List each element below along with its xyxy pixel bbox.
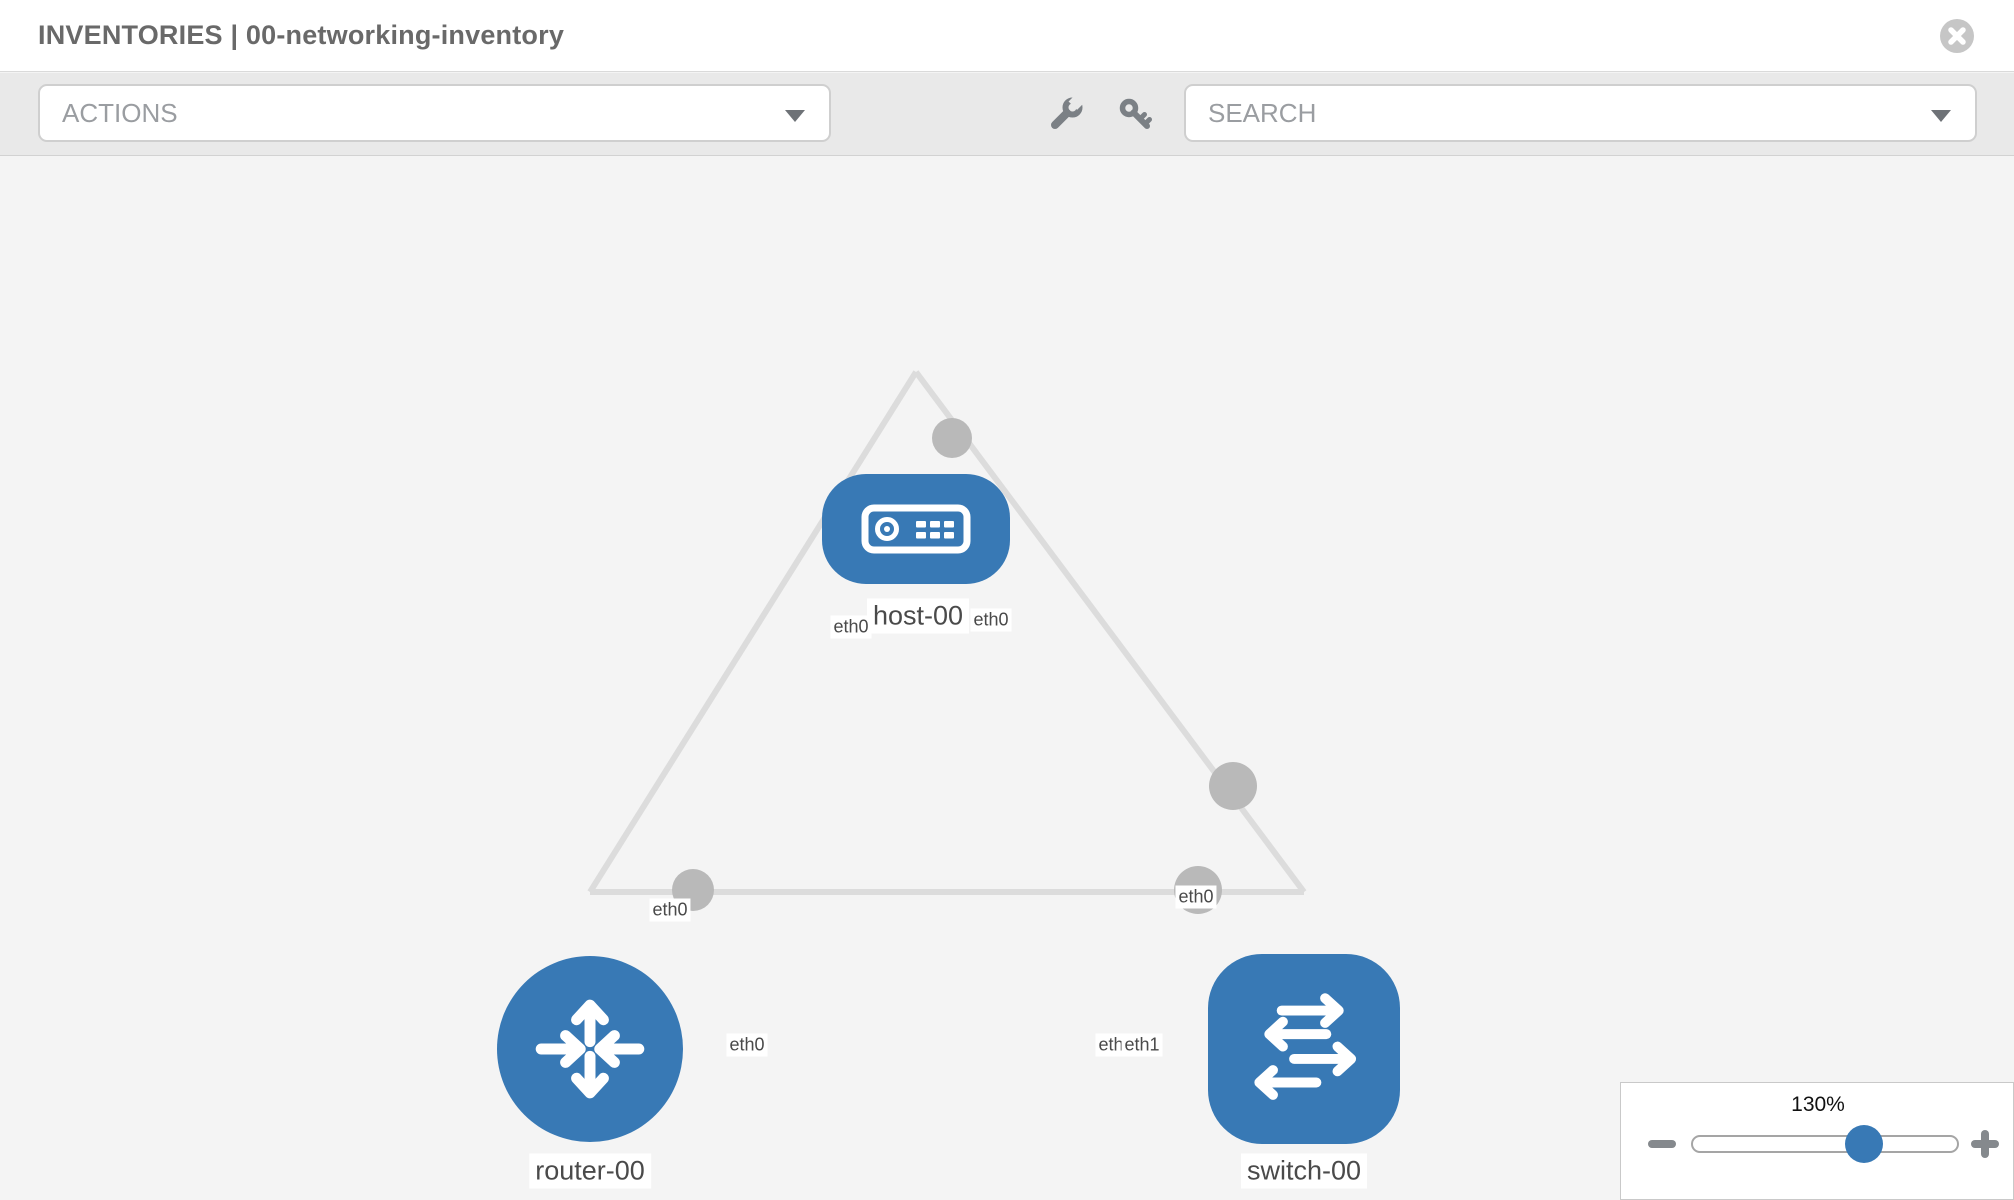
search-dropdown[interactable]: SEARCH — [1184, 84, 1977, 142]
wrench-icon[interactable] — [1048, 97, 1084, 133]
close-button[interactable] — [1940, 19, 1974, 53]
interface-dot-host[interactable] — [932, 418, 972, 458]
iface-label-router-mid: eth0 — [726, 1033, 768, 1057]
switch-icon — [1254, 993, 1357, 1100]
zoom-panel: 130% — [1620, 1082, 2014, 1200]
iface-label-host-right: eth0 — [970, 608, 1012, 632]
iface-label-router-upper: eth0 — [649, 898, 691, 922]
host-icon — [861, 504, 971, 554]
close-icon — [1948, 27, 1966, 45]
header-bar: INVENTORIES | 00-networking-inventory — [0, 0, 2014, 72]
iface-label-switch-mid: eth1 — [1121, 1033, 1163, 1057]
chevron-down-icon — [1931, 110, 1951, 122]
link-host-switch[interactable] — [913, 370, 1307, 894]
actions-dropdown-label: ACTIONS — [62, 97, 178, 128]
iface-label-switch-upper: eth0 — [1175, 885, 1217, 909]
zoom-out-button[interactable] — [1648, 1140, 1676, 1148]
node-router-00[interactable] — [497, 956, 683, 1142]
zoom-slider-thumb[interactable] — [1845, 1125, 1883, 1163]
zoom-slider-track[interactable] — [1691, 1135, 1959, 1153]
node-host-00[interactable] — [822, 474, 1010, 584]
link-host-router[interactable] — [587, 370, 919, 894]
node-switch-00[interactable] — [1208, 954, 1400, 1144]
toolbar: ACTIONS SEARCH — [0, 73, 2014, 156]
iface-label-host-left: eth0 — [830, 615, 872, 639]
topology-canvas[interactable]: host-00 router-00 switch-00 eth0 eth0 et… — [0, 157, 2014, 1200]
node-label-switch: switch-00 — [1240, 1153, 1368, 1189]
key-icon[interactable] — [1118, 97, 1154, 133]
actions-dropdown[interactable]: ACTIONS — [38, 84, 831, 142]
zoom-in-button[interactable] — [1971, 1130, 1999, 1158]
page-title: INVENTORIES | 00-networking-inventory — [38, 20, 565, 50]
search-dropdown-label: SEARCH — [1208, 97, 1317, 128]
node-label-host: host-00 — [866, 598, 970, 634]
interface-dot-switch-top[interactable] — [1209, 762, 1257, 810]
zoom-level-value: 130% — [1791, 1093, 1845, 1116]
node-label-router: router-00 — [529, 1153, 651, 1189]
topology-edges-layer — [587, 370, 1307, 914]
chevron-down-icon — [785, 110, 805, 122]
router-icon — [535, 999, 645, 1099]
